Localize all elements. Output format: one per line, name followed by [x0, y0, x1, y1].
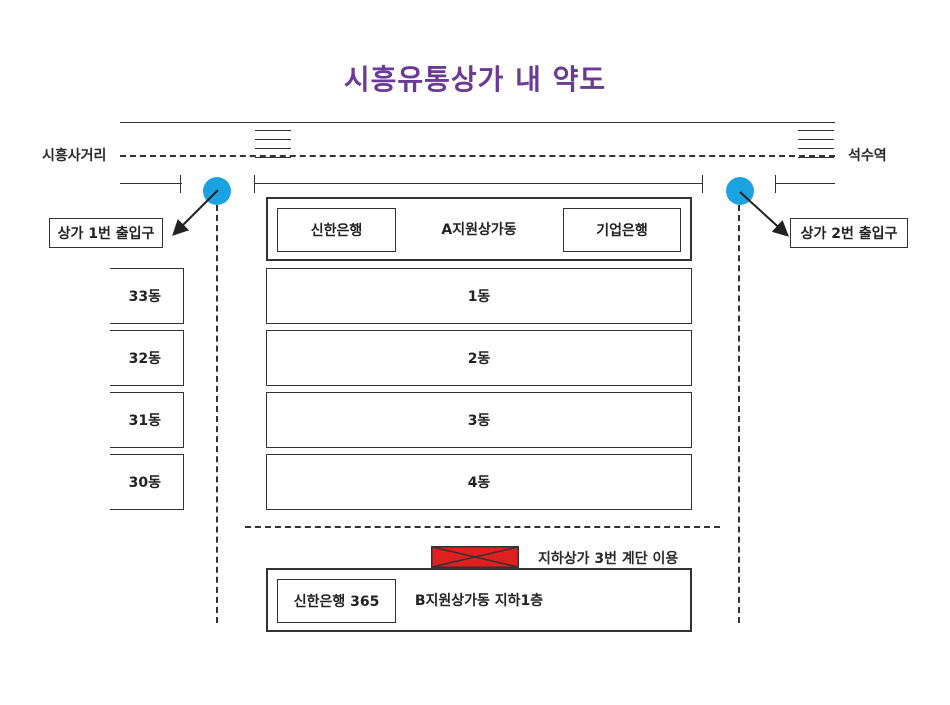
road-bottom-line-mid	[255, 183, 703, 184]
entrance-label-left: 상가 1번 출입구	[49, 218, 163, 248]
block-2: 2동	[266, 330, 692, 386]
block-3: 3동	[266, 392, 692, 448]
block-30: 30동	[110, 454, 184, 510]
block-31: 31동	[110, 392, 184, 448]
block-4: 4동	[266, 454, 692, 510]
walkway-horizontal	[245, 526, 720, 528]
stairs-label: 지하상가 3번 계단 이용	[538, 551, 679, 567]
entrance-label-right: 상가 2번 출입구	[790, 218, 908, 248]
road-label-left: 시흥사거리	[42, 148, 107, 164]
road-center-line	[120, 155, 835, 157]
tenant-ibk-bank: 기업은행	[563, 208, 681, 252]
walkway-left	[216, 205, 218, 623]
block-33: 33동	[110, 268, 184, 324]
road-bottom-line-right	[775, 183, 835, 184]
road-mid-left-tick	[254, 175, 255, 193]
block-1: 1동	[266, 268, 692, 324]
road-top-line	[120, 122, 835, 123]
tenant-shinhan-bank: 신한은행	[277, 208, 396, 252]
building-a-name: A지원상가동	[441, 222, 517, 238]
building-b-name: B지원상가동 지하1층	[414, 593, 544, 609]
map-title: 시흥유통상가 내 약도	[343, 63, 607, 96]
road-mid-right-tick	[702, 175, 703, 193]
stairs-marker-icon	[431, 546, 519, 568]
entrance-marker-right	[726, 177, 754, 205]
walkway-right	[738, 205, 740, 623]
crosswalk-left	[255, 130, 291, 166]
entrance-marker-left	[203, 177, 231, 205]
road-right-tick	[775, 175, 776, 193]
tenant-shinhan-365: 신한은행 365	[277, 579, 396, 623]
road-left-tick	[180, 175, 181, 193]
block-32: 32동	[110, 330, 184, 386]
road-label-right: 석수역	[848, 148, 887, 164]
crosswalk-right	[798, 130, 834, 166]
road-bottom-line-left	[120, 183, 182, 184]
